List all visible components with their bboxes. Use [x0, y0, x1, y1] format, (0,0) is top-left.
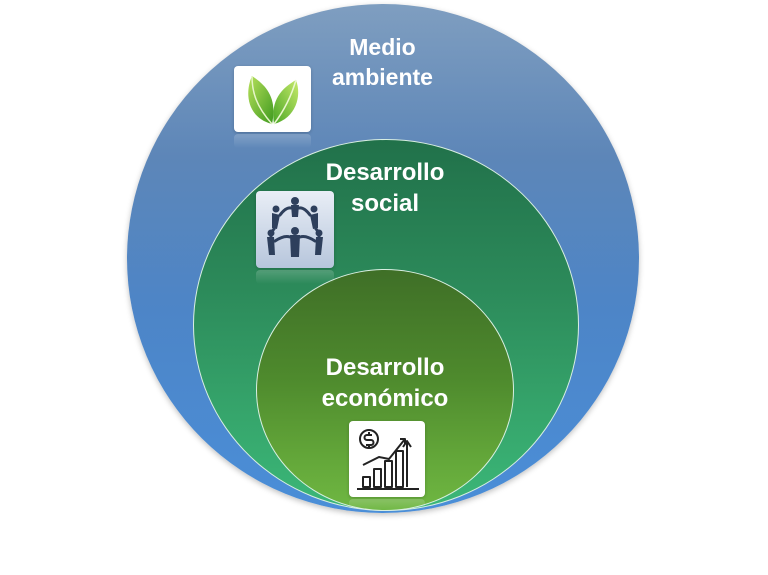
- economic-label: Desarrollo económico: [300, 352, 470, 414]
- environment-label-line2: ambiente: [332, 63, 433, 90]
- leaf-icon-reflection: [234, 134, 311, 148]
- growth-chart-icon: [349, 421, 425, 497]
- chart-icon-reflection: [349, 499, 425, 511]
- leaf-icon: [234, 66, 311, 132]
- people-circle-icon: [256, 191, 334, 268]
- environment-label: Medio ambiente: [315, 33, 450, 93]
- economic-label-line1: Desarrollo: [325, 354, 445, 381]
- environment-label-line1: Medio: [349, 34, 416, 60]
- economic-label-line2: económico: [321, 385, 449, 413]
- social-label: Desarrollo social: [300, 157, 470, 219]
- social-label-line1: Desarrollo: [325, 159, 445, 186]
- social-label-line2: social: [350, 190, 420, 218]
- people-icon-reflection: [256, 270, 334, 284]
